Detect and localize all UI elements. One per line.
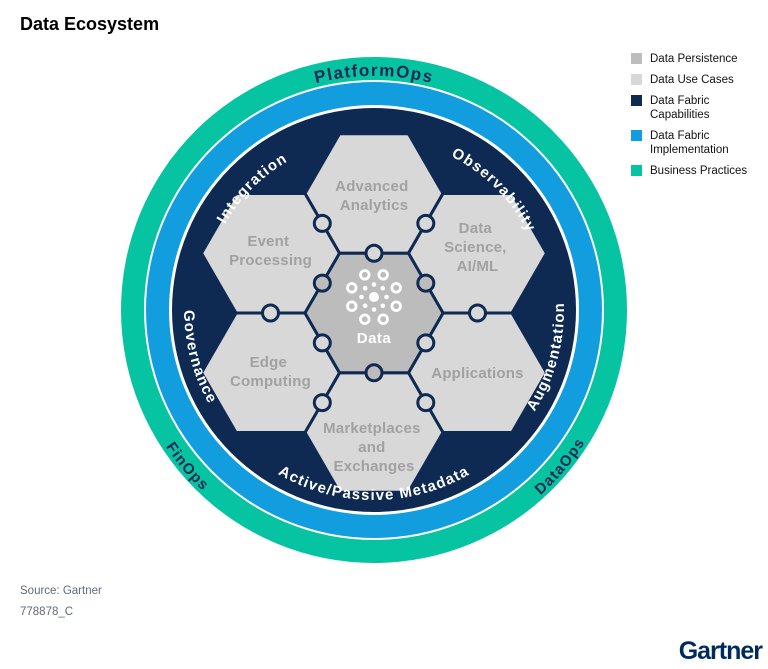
legend-label: Data Persistence (650, 53, 738, 65)
edge-computing-label: Edge Computing (230, 354, 311, 390)
puzzle-knob (416, 273, 436, 293)
legend-label: Business Practices (650, 165, 748, 178)
legend-label: Data Fabric Implementation (650, 130, 729, 157)
data-center-label: Data (357, 330, 392, 347)
advanced-analytics-label: Advanced Analytics (335, 178, 413, 214)
label-line: Event (247, 233, 289, 250)
applications-label: Applications (431, 365, 523, 382)
legend-swatch-business-practices (631, 165, 642, 177)
label-line: Science, (444, 239, 506, 256)
label-line: Advanced (335, 178, 408, 195)
label-line: Exchanges (333, 458, 414, 475)
legend-label: Data Fabric Capabilities (650, 95, 710, 122)
label-line: Edge (250, 354, 287, 371)
label-line: Computing (230, 373, 311, 390)
puzzle-knob (364, 363, 384, 383)
hexagon-data-center (303, 251, 445, 375)
legend: Data Persistence Data Use Cases Data Fab… (631, 52, 763, 178)
label-line: Applications (431, 365, 523, 382)
event-processing-label: Event Processing (229, 233, 312, 269)
label-line: AI/ML (457, 258, 499, 275)
data-dots-icon (346, 269, 402, 325)
puzzle-knobs (261, 213, 487, 413)
legend-item-data-use-cases: Data Use Cases (631, 73, 763, 87)
legend-item-data-persistence: Data Persistence (631, 52, 763, 66)
footer-source: Source: Gartner 778878_C (20, 585, 102, 627)
gartner-logo: Gartner (678, 637, 763, 665)
label-line: Processing (229, 252, 312, 269)
legend-swatch-data-fabric-capabilities (631, 95, 642, 107)
legend-item-data-fabric-capabilities: Data Fabric Capabilities (631, 94, 763, 122)
hexagon-cluster (199, 132, 549, 494)
figure-id: 778878_C (20, 605, 74, 618)
legend-item-business-practices: Business Practices (631, 164, 763, 178)
label-line: Marketplaces (323, 420, 420, 437)
legend-swatch-data-fabric-implementation (631, 130, 642, 142)
label-line: Data (459, 220, 493, 237)
label-line: and (358, 439, 385, 456)
legend-item-data-fabric-implementation: Data Fabric Implementation (631, 129, 763, 157)
puzzle-knob (312, 333, 332, 353)
puzzle-knob (312, 213, 332, 233)
label-line: Analytics (340, 197, 409, 214)
puzzle-knob (416, 213, 436, 233)
data-science-label: Data Science, AI/ML (444, 220, 511, 275)
legend-swatch-data-persistence (631, 53, 642, 64)
page-title: Data Ecosystem (20, 14, 160, 34)
puzzle-knob (312, 393, 332, 413)
puzzle-knob (468, 303, 487, 323)
legend-swatch-data-use-cases (631, 74, 642, 86)
puzzle-knob (416, 393, 436, 413)
puzzle-knob (416, 333, 436, 353)
source-text: Source: Gartner (20, 585, 102, 597)
legend-label: Data Use Cases (650, 74, 734, 87)
puzzle-knob (364, 243, 384, 263)
label-line: Data (357, 330, 392, 347)
puzzle-knob (312, 273, 332, 293)
marketplaces-label: Marketplaces and Exchanges (323, 420, 425, 475)
puzzle-knob (261, 303, 280, 323)
